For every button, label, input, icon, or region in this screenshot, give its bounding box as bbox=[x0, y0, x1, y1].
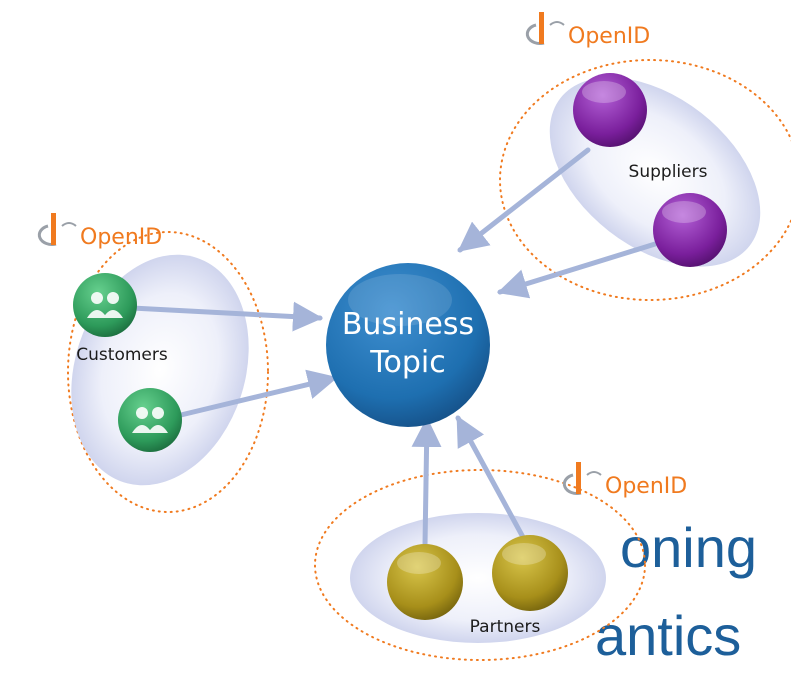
arrow-supplier-2 bbox=[497, 237, 671, 299]
openid-label-customers: OpenID bbox=[80, 225, 162, 250]
suppliers-openid-boundary bbox=[499, 59, 791, 301]
business-topic-line-1: Business bbox=[342, 307, 474, 342]
openid-logo-customers: OpenID bbox=[37, 213, 162, 250]
customers-openid-boundary bbox=[67, 231, 269, 513]
supplier-node-2 bbox=[653, 193, 727, 267]
customers-group-ellipse bbox=[71, 254, 249, 486]
partners-label: Partners bbox=[470, 617, 541, 637]
arrow-partner-1 bbox=[411, 417, 442, 548]
openid-label-partners: OpenID bbox=[605, 474, 687, 499]
partners-openid-boundary bbox=[314, 469, 646, 661]
supplier-node-1 bbox=[573, 73, 647, 147]
customer-node-2 bbox=[118, 388, 182, 452]
partner-node-1 bbox=[387, 544, 463, 620]
slide-text-line-2: oning bbox=[620, 516, 758, 579]
partner-node-2 bbox=[492, 535, 568, 611]
customers-label: Customers bbox=[76, 345, 168, 365]
customer-node-1 bbox=[73, 273, 137, 337]
user-group-icon bbox=[132, 407, 168, 433]
arrow-supplier-1 bbox=[457, 147, 591, 253]
slide-text-line-3: antics bbox=[595, 604, 742, 667]
suppliers-label: Suppliers bbox=[629, 162, 708, 182]
user-group-icon bbox=[87, 292, 123, 318]
business-topic-node: Business Topic bbox=[326, 263, 490, 427]
business-topic-line-2: Topic bbox=[369, 345, 445, 380]
openid-label-suppliers: OpenID bbox=[568, 24, 650, 49]
openid-logo-suppliers: OpenID bbox=[525, 12, 650, 49]
arrow-customer-1 bbox=[129, 301, 323, 332]
arrow-customer-2 bbox=[157, 369, 338, 423]
arrow-partner-2 bbox=[455, 415, 533, 553]
openid-logo-partners: OpenID bbox=[562, 462, 687, 499]
